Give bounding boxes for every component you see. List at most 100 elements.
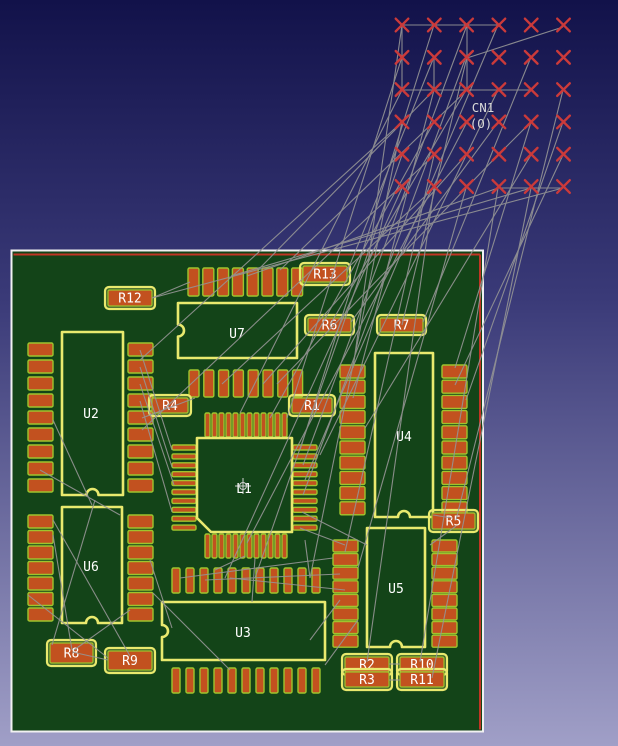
component-U7[interactable]: U7 <box>176 267 304 398</box>
smd-pad[interactable] <box>269 667 279 694</box>
resistor-body[interactable] <box>379 317 424 333</box>
component-R9[interactable]: R9 <box>103 646 157 675</box>
smd-pad[interactable] <box>311 567 321 594</box>
smd-pad[interactable] <box>231 267 245 297</box>
smd-pad[interactable] <box>27 514 54 529</box>
component-R7[interactable]: R7 <box>375 313 428 337</box>
smd-pad[interactable] <box>171 479 197 487</box>
component-CN1[interactable]: CN1(O) <box>394 17 571 195</box>
smd-pad[interactable] <box>27 444 54 459</box>
component-U4[interactable]: U4 <box>339 351 468 519</box>
smd-pad[interactable] <box>27 545 54 560</box>
smd-pad[interactable] <box>185 667 195 694</box>
unplaced-pad-x-marker[interactable] <box>491 146 507 162</box>
smd-pad[interactable] <box>227 667 237 694</box>
smd-pad[interactable] <box>241 667 251 694</box>
smd-pad[interactable] <box>283 567 293 594</box>
smd-pad[interactable] <box>292 506 318 513</box>
unplaced-pad-x-marker[interactable] <box>491 82 507 98</box>
smd-pad[interactable] <box>232 369 245 398</box>
component-U6[interactable]: U6 <box>27 505 154 625</box>
smd-pad[interactable] <box>253 412 260 438</box>
smd-pad[interactable] <box>27 529 54 545</box>
unplaced-pad-x-marker[interactable] <box>556 49 571 65</box>
smd-pad[interactable] <box>283 667 293 694</box>
unplaced-pad-x-marker[interactable] <box>426 17 442 33</box>
smd-pad[interactable] <box>127 410 154 425</box>
smd-pad[interactable] <box>260 412 267 438</box>
smd-pad[interactable] <box>171 567 181 594</box>
unplaced-pad-x-marker[interactable] <box>426 146 442 162</box>
smd-pad[interactable] <box>203 369 215 398</box>
unplaced-pad-x-marker[interactable] <box>523 17 539 33</box>
unplaced-pad-x-marker[interactable] <box>394 49 410 65</box>
smd-pad[interactable] <box>171 524 197 531</box>
smd-pad[interactable] <box>269 567 279 594</box>
smd-pad[interactable] <box>127 461 154 476</box>
smd-pad[interactable] <box>127 560 154 576</box>
smd-pad[interactable] <box>127 359 154 374</box>
resistor-body[interactable] <box>49 642 94 664</box>
unplaced-pad-x-marker[interactable] <box>426 49 442 65</box>
smd-pad[interactable] <box>171 506 197 513</box>
unplaced-pad-x-marker[interactable] <box>426 178 442 195</box>
unplaced-pad-x-marker[interactable] <box>523 49 539 65</box>
smd-pad[interactable] <box>227 567 237 594</box>
smd-pad[interactable] <box>332 566 359 580</box>
unplaced-pad-x-marker[interactable] <box>426 114 442 130</box>
unplaced-pad-x-marker[interactable] <box>523 146 539 162</box>
smd-pad[interactable] <box>255 667 265 694</box>
smd-pad[interactable] <box>171 488 197 496</box>
component-R8[interactable]: R8 <box>45 638 98 668</box>
smd-pad[interactable] <box>225 533 232 559</box>
smd-pad[interactable] <box>27 461 54 476</box>
smd-pad[interactable] <box>441 425 468 440</box>
smd-pad[interactable] <box>339 501 366 516</box>
smd-pad[interactable] <box>217 369 230 398</box>
component-R5[interactable]: R5 <box>427 508 480 534</box>
smd-pad[interactable] <box>27 576 54 591</box>
unplaced-pad-x-marker[interactable] <box>459 146 475 162</box>
smd-pad[interactable] <box>185 567 195 594</box>
smd-pad[interactable] <box>204 533 211 559</box>
smd-pad[interactable] <box>211 533 218 559</box>
smd-pad[interactable] <box>27 478 54 493</box>
smd-pad[interactable] <box>441 409 468 425</box>
smd-pad[interactable] <box>281 412 288 438</box>
smd-pad[interactable] <box>431 634 458 648</box>
smd-pad[interactable] <box>127 545 154 560</box>
smd-pad[interactable] <box>431 552 458 567</box>
smd-pad[interactable] <box>431 566 458 580</box>
smd-pad[interactable] <box>199 567 209 594</box>
smd-pad[interactable] <box>27 359 54 374</box>
component-R3[interactable]: R3 <box>340 667 394 692</box>
smd-pad[interactable] <box>127 478 154 493</box>
smd-pad[interactable] <box>431 580 458 594</box>
smd-pad[interactable] <box>332 620 359 635</box>
smd-pad[interactable] <box>171 471 197 478</box>
component-L1[interactable]: L1 <box>171 412 318 559</box>
smd-pad[interactable] <box>292 515 318 522</box>
smd-pad[interactable] <box>292 471 318 478</box>
component-U3[interactable]: U3 <box>160 567 327 694</box>
smd-pad[interactable] <box>281 533 288 559</box>
smd-pad[interactable] <box>297 667 307 694</box>
smd-pad[interactable] <box>297 567 307 594</box>
unplaced-pad-x-marker[interactable] <box>491 114 507 130</box>
unplaced-pad-x-marker[interactable] <box>523 82 539 98</box>
smd-pad[interactable] <box>339 470 366 486</box>
smd-pad[interactable] <box>292 497 318 505</box>
unplaced-pad-x-marker[interactable] <box>523 178 539 195</box>
smd-pad[interactable] <box>127 529 154 545</box>
smd-pad[interactable] <box>274 412 281 438</box>
smd-pad[interactable] <box>27 591 54 607</box>
smd-pad[interactable] <box>247 369 259 398</box>
resistor-body[interactable] <box>107 650 153 671</box>
unplaced-pad-x-marker[interactable] <box>556 178 571 195</box>
component-R6[interactable]: R6 <box>303 313 356 337</box>
smd-pad[interactable] <box>218 533 225 559</box>
smd-pad[interactable] <box>218 412 225 438</box>
smd-pad[interactable] <box>311 667 321 694</box>
smd-pad[interactable] <box>171 667 181 694</box>
